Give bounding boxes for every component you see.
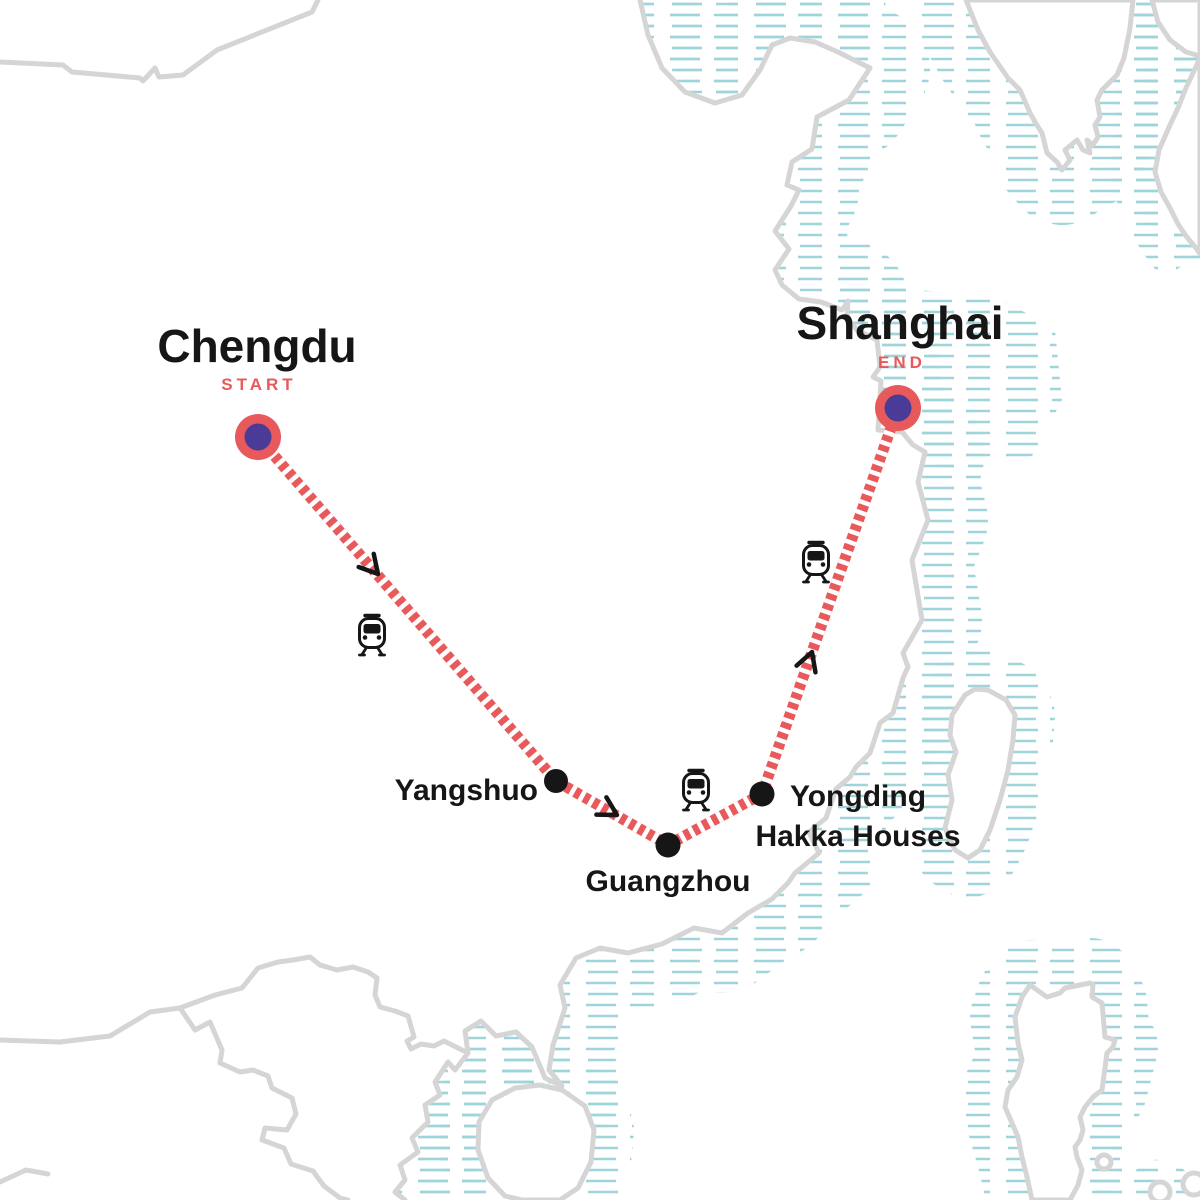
japan-corner-landmass (1149, 0, 1200, 59)
start-city-label: Chengdu (157, 320, 356, 372)
chevron-arrow-icon (794, 649, 818, 675)
start-marker-center (244, 423, 272, 451)
taiwan-island (942, 686, 1018, 861)
border-line-north (0, 0, 321, 84)
stop-dot-guangzhou (655, 832, 681, 858)
islet (1147, 1179, 1173, 1200)
stop-label-yongding-line2: Hakka Houses (755, 820, 960, 853)
chevron-arrow-icon (594, 795, 620, 818)
hainan-island (475, 1082, 597, 1200)
luzon-island (1002, 980, 1118, 1200)
islands-layer (475, 0, 1200, 1200)
islet (1180, 1170, 1200, 1198)
end-tag-label: END (878, 353, 926, 372)
direction-arrows (356, 551, 818, 818)
islet (1094, 1152, 1114, 1172)
stop-label-yangshuo: Yangshuo (395, 774, 538, 807)
coastline (392, 0, 931, 1200)
border-line-vietnam (177, 954, 471, 1056)
korea-landmass (963, 0, 1136, 173)
kyushu-landmass (1152, 55, 1200, 257)
border-lines (0, 0, 471, 1200)
border-line-corner (0, 1167, 51, 1185)
end-marker-center (884, 394, 912, 422)
chevron-arrow-icon (356, 551, 381, 577)
stop-dot-yangshuo (544, 769, 568, 793)
stop-dot-yongding (749, 781, 775, 807)
start-tag-label: START (221, 375, 296, 394)
mainland-landmass (0, 0, 928, 1200)
end-city-label: Shanghai (796, 297, 1003, 349)
end-location-marker (875, 385, 921, 431)
border-line-southwest (0, 1005, 351, 1200)
start-location-marker (235, 414, 281, 460)
stop-label-guangzhou: Guangzhou (586, 865, 751, 898)
stop-label-yongding-line1: Yongding (790, 780, 926, 813)
